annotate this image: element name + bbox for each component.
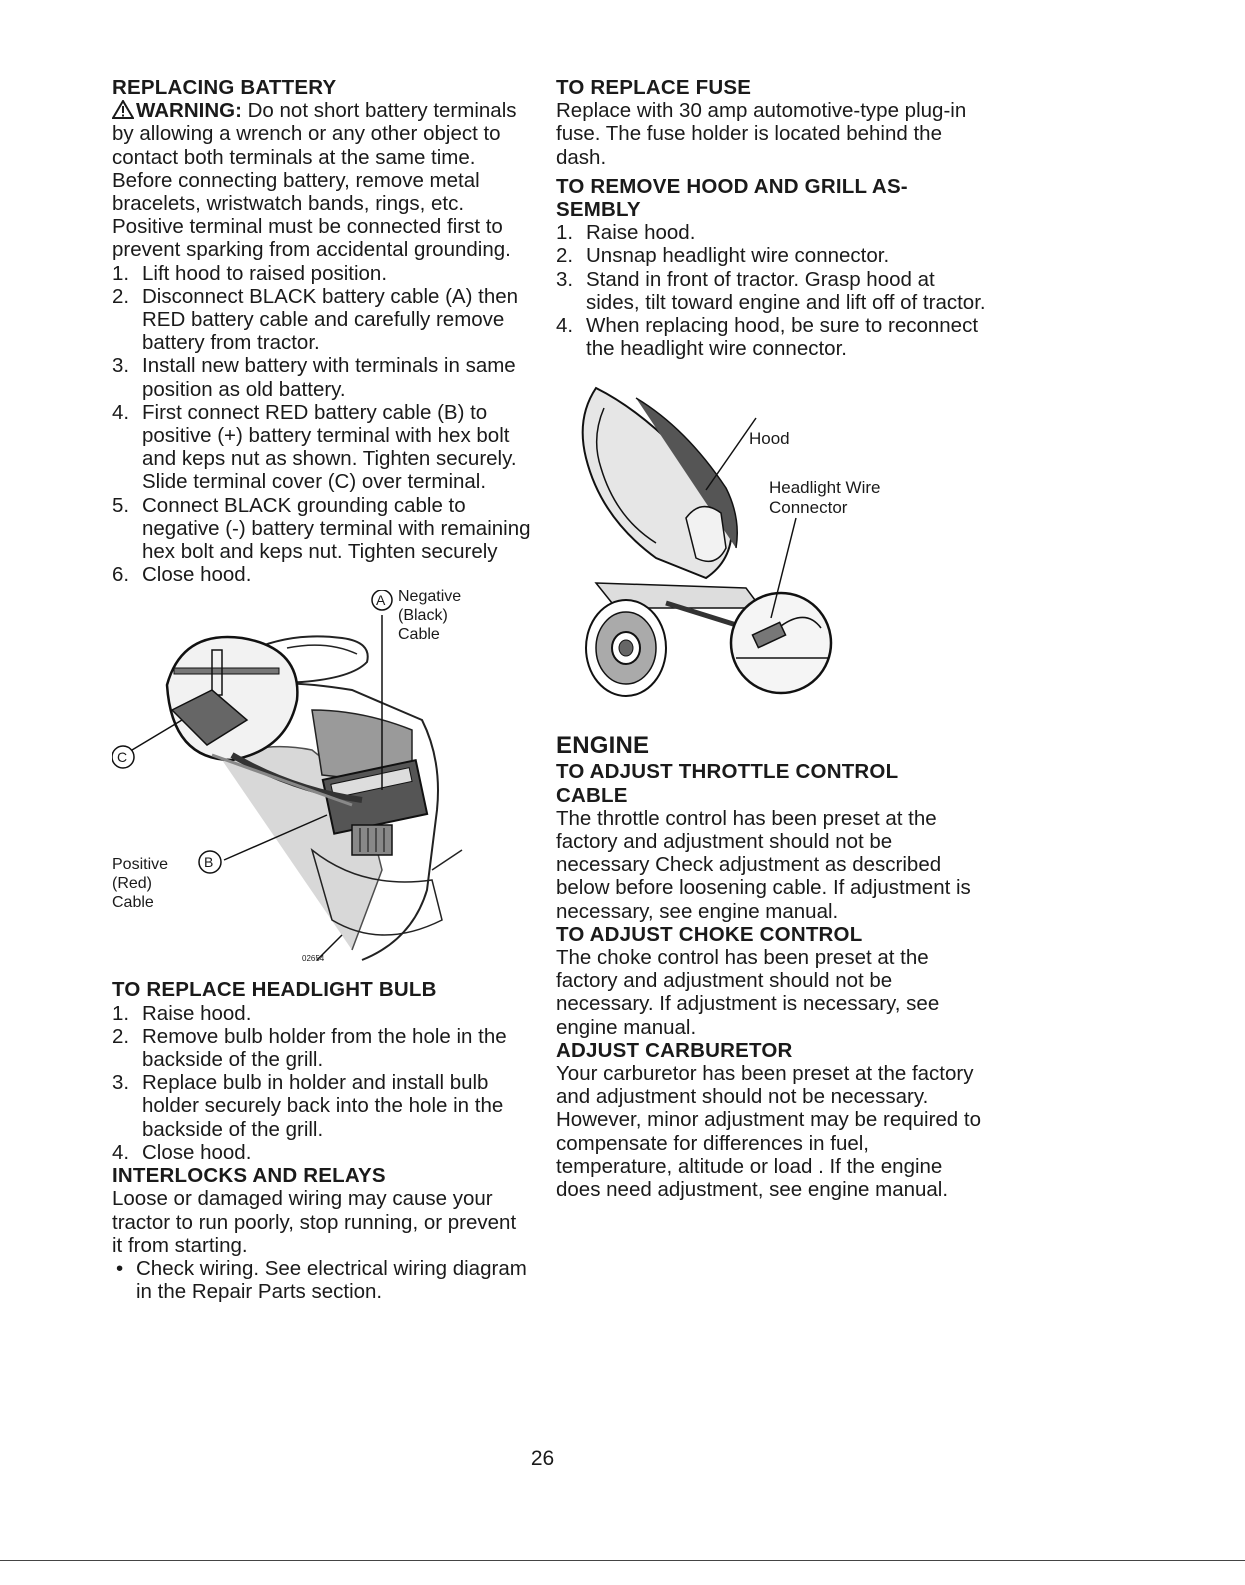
engine-heading: ENGINE bbox=[556, 732, 650, 760]
battery-figure: A B C Negative (Black) Cable Positive (R… bbox=[112, 588, 532, 972]
hood-illustration bbox=[581, 387, 833, 698]
hood-label: Hood bbox=[749, 429, 790, 449]
callout-a-letter: A bbox=[376, 592, 386, 609]
warning-label: WARNING: bbox=[136, 99, 242, 123]
hood-heading: TO REMOVE HOOD AND GRILL AS- SEMBLY bbox=[556, 175, 986, 221]
choke-text: The choke control has been preset at the… bbox=[556, 946, 940, 1039]
list-item: 3.Replace bulb in holder and install bul… bbox=[112, 1071, 504, 1141]
right-column: TO REPLACE FUSE Replace with 30 amp auto… bbox=[556, 76, 986, 1201]
positive-terminal-note: Positive terminal must be connected firs… bbox=[112, 215, 511, 262]
figure-code: 02654 bbox=[302, 954, 325, 964]
bottom-rule bbox=[0, 1560, 1245, 1561]
negative-label-line1: Negative bbox=[398, 588, 462, 606]
callout-b-letter: B bbox=[204, 854, 214, 871]
list-item: 3.Install new battery with terminals in … bbox=[112, 354, 516, 401]
callout-a bbox=[371, 590, 393, 612]
positive-label-line1: Positive bbox=[112, 856, 169, 874]
fuse-text: Replace with 30 amp automotive-type plug… bbox=[556, 99, 967, 169]
negative-label-line3: Cable bbox=[398, 626, 440, 644]
interlocks-bullets: •Check wiring. See electrical wiring dia… bbox=[112, 1257, 532, 1303]
list-item: 4.First connect RED battery cable (B) to… bbox=[112, 400, 517, 494]
warning-text: Do not short battery terminals by allowi… bbox=[112, 99, 517, 216]
hood-heading-line1: TO REMOVE HOOD AND GRILL AS- bbox=[556, 174, 908, 198]
list-item: 1.Raise hood. bbox=[556, 221, 696, 245]
list-item: 2.Disconnect BLACK battery cable (A) the… bbox=[112, 284, 519, 355]
callout-b bbox=[198, 850, 222, 875]
list-item: 2.Remove bulb holder from the hole in th… bbox=[112, 1024, 507, 1072]
fuse-heading: TO REPLACE FUSE bbox=[556, 76, 752, 99]
list-item: 1.Lift hood to raised position. bbox=[112, 261, 388, 285]
hood-figure: Hood Headlight Wire Connector bbox=[556, 378, 986, 728]
callout-c bbox=[112, 745, 135, 770]
carburetor-heading: ADJUST CARBURETOR bbox=[556, 1038, 793, 1062]
headlight-steps: 1.Raise hood. 2.Remove bulb holder from … bbox=[112, 1002, 532, 1164]
list-item: 4.When replacing hood, be sure to reconn… bbox=[556, 314, 979, 361]
hood-steps: 1.Raise hood. 2.Unsnap headlight wire co… bbox=[556, 221, 986, 360]
battery-illustration bbox=[112, 590, 463, 962]
list-item: 1.Raise hood. bbox=[112, 1001, 252, 1025]
callout-c-letter: C bbox=[117, 749, 128, 766]
throttle-heading: TO ADJUST THROTTLE CONTROL CABLE bbox=[556, 760, 986, 806]
warning-paragraph: WARNING: Do not short battery terminals … bbox=[112, 99, 532, 215]
list-item: 3.Stand in front of tractor. Grasp hood … bbox=[556, 267, 986, 314]
list-item: 4.Close hood. bbox=[112, 1140, 252, 1164]
battery-steps: 1.Lift hood to raised position. 2.Discon… bbox=[112, 262, 532, 587]
warning-triangle-icon bbox=[112, 100, 134, 120]
throttle-heading-line1: TO ADJUST THROTTLE CONTROL bbox=[556, 760, 899, 784]
left-column: REPLACING BATTERY WARNING: Do not short … bbox=[112, 76, 532, 1303]
list-item: 5.Connect BLACK grounding cable to negat… bbox=[112, 493, 531, 564]
list-item: 6.Close hood. bbox=[112, 563, 252, 587]
interlocks-heading: INTERLOCKS AND RELAYS bbox=[112, 1164, 386, 1188]
list-item: •Check wiring. See electrical wiring dia… bbox=[116, 1256, 527, 1304]
positive-label-line2: (Red) bbox=[112, 875, 153, 893]
throttle-text: The throttle control has been preset at … bbox=[556, 806, 971, 923]
list-item: 2.Unsnap headlight wire connector. bbox=[556, 244, 890, 268]
negative-label-line2: (Black) bbox=[398, 607, 448, 625]
choke-heading: TO ADJUST CHOKE CONTROL bbox=[556, 922, 863, 946]
throttle-heading-line2: CABLE bbox=[556, 783, 628, 807]
headlight-heading: TO REPLACE HEADLIGHT BULB bbox=[112, 978, 437, 1002]
positive-label-line3: Cable bbox=[112, 894, 154, 912]
battery-heading: REPLACING BATTERY bbox=[112, 76, 337, 99]
carburetor-text: Your carburetor has been preset at the f… bbox=[556, 1062, 982, 1202]
connector-label-line1: Headlight Wire bbox=[769, 478, 881, 498]
interlocks-text: Loose or damaged wiring may cause your t… bbox=[112, 1187, 517, 1257]
connector-label-line2: Connector bbox=[769, 498, 848, 518]
hood-heading-line2: SEMBLY bbox=[556, 198, 641, 222]
page-number: 26 bbox=[530, 1447, 555, 1470]
